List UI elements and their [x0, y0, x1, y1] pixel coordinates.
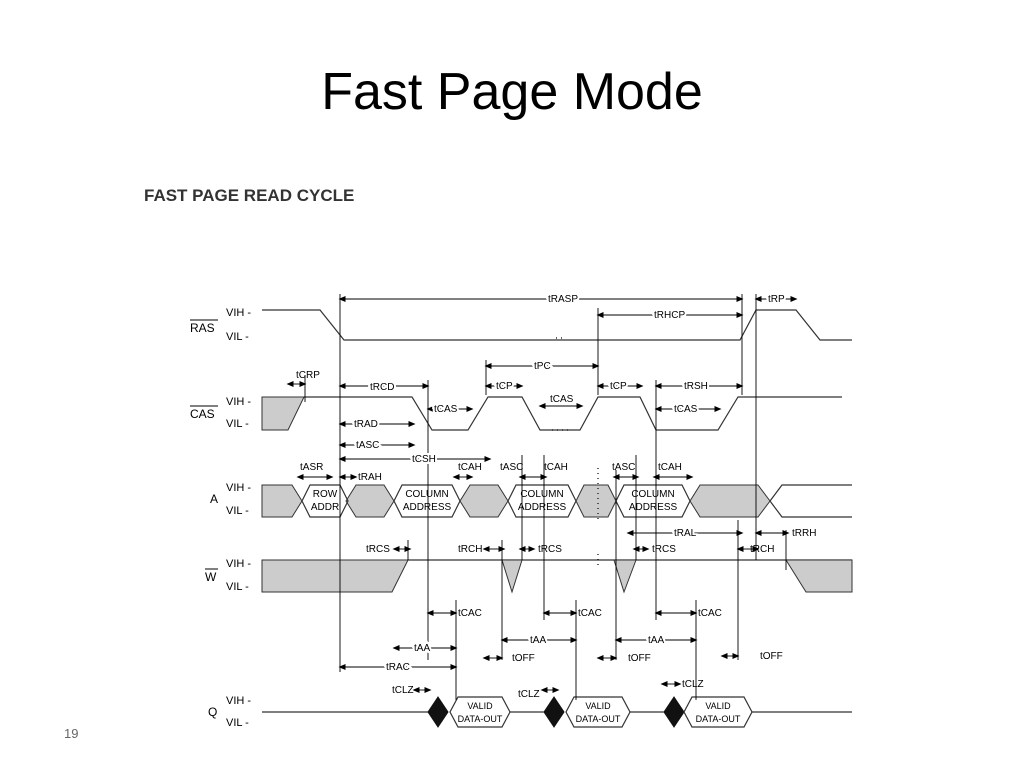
label-tpc: tPC: [534, 361, 551, 372]
label-tcah-2: tCAH: [544, 462, 568, 473]
label-trch-2: tRCH: [750, 544, 774, 555]
valid-data-box-3: [683, 696, 753, 728]
q-vih-label: VIH -: [226, 695, 251, 707]
label-trsh: tRSH: [684, 381, 708, 392]
valid-data-3-line1: VALID: [705, 701, 731, 711]
level-labels: VIH - VIL - VIH - VIL - VIH - VIL - VIH …: [226, 307, 251, 729]
column-address-box-1: [393, 484, 461, 518]
q-vil-label: VIL -: [226, 717, 249, 729]
label-trcs-2: tRCS: [538, 544, 562, 555]
label-tasr: tASR: [300, 462, 323, 473]
label-tcrp: tCRP: [296, 370, 320, 381]
column-address-1-line2: ADDRESS: [403, 502, 452, 513]
page-number: 19: [64, 726, 79, 741]
valid-data-1-line1: VALID: [467, 701, 493, 711]
label-tasc-2: tASC: [500, 462, 523, 473]
label-tcas-3: tCAS: [674, 404, 698, 415]
label-tcac-3: tCAC: [698, 608, 722, 619]
valid-data-2-line2: DATA-OUT: [576, 714, 621, 724]
signal-labels: RAS CAS A W Q: [190, 319, 218, 719]
column-address-box-2: [507, 484, 577, 518]
label-trrh: tRRH: [792, 528, 816, 539]
label-tcsh: tCSH: [412, 454, 436, 465]
column-address-2-line1: COLUMN: [520, 489, 563, 500]
label-tcah-3: tCAH: [658, 462, 682, 473]
w-vil-label: VIL -: [226, 581, 249, 593]
column-address-1-line1: COLUMN: [405, 489, 448, 500]
label-tcp-2: tCP: [610, 381, 627, 392]
label-trp: tRP: [768, 294, 785, 305]
valid-data-2-line1: VALID: [585, 701, 611, 711]
label-taa-1: tAA: [414, 643, 430, 654]
signal-q-label: Q: [208, 705, 217, 719]
label-tasc-1: tASC: [356, 440, 379, 451]
cas-vil-label: VIL -: [226, 418, 249, 430]
label-tcas-1: tCAS: [434, 404, 458, 415]
row-address-line1: ROW: [313, 489, 338, 500]
diagram-title: FAST PAGE READ CYCLE: [144, 186, 355, 205]
a-vil-label: VIL -: [226, 505, 249, 517]
label-tcac-1: tCAC: [458, 608, 482, 619]
continuation-dots: [552, 337, 599, 568]
signal-ras-label: RAS: [190, 321, 215, 335]
label-tcac-2: tCAC: [578, 608, 602, 619]
label-tclz-2: tCLZ: [518, 689, 540, 700]
label-trasp: tRASP: [548, 294, 578, 305]
valid-data-1-line2: DATA-OUT: [458, 714, 503, 724]
signal-w-label: W: [205, 570, 217, 584]
column-address-3-line2: ADDRESS: [629, 502, 678, 513]
label-trcs-1: tRCS: [366, 544, 390, 555]
label-tclz-3: tCLZ: [682, 679, 704, 690]
label-trcs-3: tRCS: [652, 544, 676, 555]
signal-cas-label: CAS: [190, 407, 215, 421]
address-waveform: ROW ADDR COLUMN ADDRESS COLUMN ADDRESS C…: [261, 484, 852, 518]
label-tcah-1: tCAH: [458, 462, 482, 473]
write-enable-waveform: [261, 559, 853, 594]
valid-data-box-1: [449, 696, 511, 728]
label-trac: tRAC: [386, 662, 410, 673]
label-tcas-2: tCAS: [550, 394, 574, 405]
label-tcp-1: tCP: [496, 381, 513, 392]
label-taa-2: tAA: [530, 635, 546, 646]
a-vih-label: VIH -: [226, 482, 251, 494]
data-out-waveform: VALID DATA-OUT VALID DATA-OUT VALID DATA…: [262, 696, 852, 728]
label-trcd: tRCD: [370, 382, 394, 393]
w-vih-label: VIH -: [226, 558, 251, 570]
label-taa-3: tAA: [648, 635, 664, 646]
ras-vih-label: VIH -: [226, 307, 251, 319]
ras-vil-label: VIL -: [226, 331, 249, 343]
ras-waveform: [262, 309, 852, 341]
column-address-3-line1: COLUMN: [631, 489, 674, 500]
label-toff-1: tOFF: [512, 653, 535, 664]
label-trah: tRAH: [358, 472, 382, 483]
label-tasc-3: tASC: [612, 462, 635, 473]
cas-waveform: [261, 396, 842, 431]
row-address-line2: ADDR: [311, 502, 339, 513]
slide-title: Fast Page Mode: [321, 63, 703, 121]
column-address-2-line2: ADDRESS: [518, 502, 567, 513]
label-toff-2: tOFF: [628, 653, 651, 664]
label-toff-3: tOFF: [760, 651, 783, 662]
signal-a-label: A: [210, 492, 218, 506]
timing-arrows: [286, 296, 798, 693]
label-trch-1: tRCH: [458, 544, 482, 555]
label-trad: tRAD: [354, 419, 378, 430]
label-tclz-1: tCLZ: [392, 685, 414, 696]
label-tral: tRAL: [674, 528, 697, 539]
cas-vih-label: VIH -: [226, 396, 251, 408]
valid-data-box-2: [565, 696, 631, 728]
timing-labels: tRASP tRP tRHCP tCRP tRCD tPC tCP tCP tR…: [296, 292, 816, 700]
label-trhcp: tRHCP: [654, 310, 685, 321]
valid-data-3-line2: DATA-OUT: [696, 714, 741, 724]
